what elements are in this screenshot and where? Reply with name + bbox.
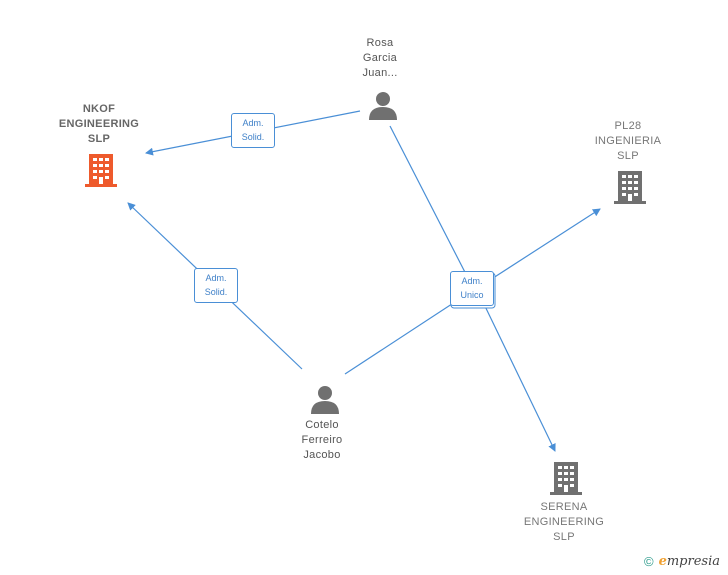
node-label-nkof[interactable]: NKOF ENGINEERING SLP xyxy=(44,102,154,147)
edge-label-line: Adm. xyxy=(205,273,227,283)
node-label-line: Garcia xyxy=(362,52,398,64)
edge-cotelo-hub xyxy=(344,299,459,375)
copyright-icon: © xyxy=(643,554,654,569)
node-label-line: SLP xyxy=(617,150,639,162)
footer-brand: © empresia xyxy=(644,554,720,569)
node-label-line: Cotelo xyxy=(305,419,339,431)
edge-rosa-hub xyxy=(389,125,471,283)
node-label-line: Juan... xyxy=(362,67,398,79)
edge-label-cotelo-nkof[interactable]: Adm. Solid. xyxy=(194,268,238,303)
edge-label-line: Adm. xyxy=(242,118,264,128)
node-label-line: ENGINEERING xyxy=(58,118,140,130)
building-icon[interactable] xyxy=(614,169,646,205)
edge-label-line: Adm. xyxy=(461,276,483,286)
node-label-line: INGENIERIA xyxy=(594,135,662,147)
node-label-line: ENGINEERING xyxy=(523,516,605,528)
node-label-line: SERENA xyxy=(540,501,588,513)
brand-logo: empresia xyxy=(659,554,720,569)
node-label-line: Rosa xyxy=(366,37,394,49)
node-label-line: SLP xyxy=(87,133,111,145)
building-icon[interactable] xyxy=(85,152,117,188)
edge-label-rosa-nkof[interactable]: Adm. Solid. xyxy=(231,113,275,148)
edge-hub-pl28 xyxy=(489,208,601,281)
brand-rest: mpresia xyxy=(666,554,720,569)
node-label-line: Jacobo xyxy=(303,449,341,461)
edge-hub-serena xyxy=(481,299,556,452)
person-icon[interactable] xyxy=(367,90,399,120)
node-label-pl28[interactable]: PL28 INGENIERIA SLP xyxy=(573,119,683,164)
node-label-line: PL28 xyxy=(614,120,642,132)
edge-label-line: Solid. xyxy=(241,132,265,142)
node-label-serena[interactable]: SERENA ENGINEERING SLP xyxy=(509,500,619,545)
node-label-line: Ferreiro xyxy=(301,434,343,446)
edge-label-line: Unico xyxy=(460,290,484,300)
node-label-line: SLP xyxy=(553,531,575,543)
node-label-cotelo[interactable]: Cotelo Ferreiro Jacobo xyxy=(267,418,377,463)
person-icon[interactable] xyxy=(309,384,341,414)
brand-initial: e xyxy=(658,554,667,569)
node-label-line: NKOF xyxy=(82,103,116,115)
node-label-rosa[interactable]: Rosa Garcia Juan... xyxy=(325,36,435,81)
edge-label-unico-hub[interactable]: Adm. Unico xyxy=(450,271,494,306)
building-icon[interactable] xyxy=(550,460,582,496)
edge-label-line: Solid. xyxy=(204,287,228,297)
